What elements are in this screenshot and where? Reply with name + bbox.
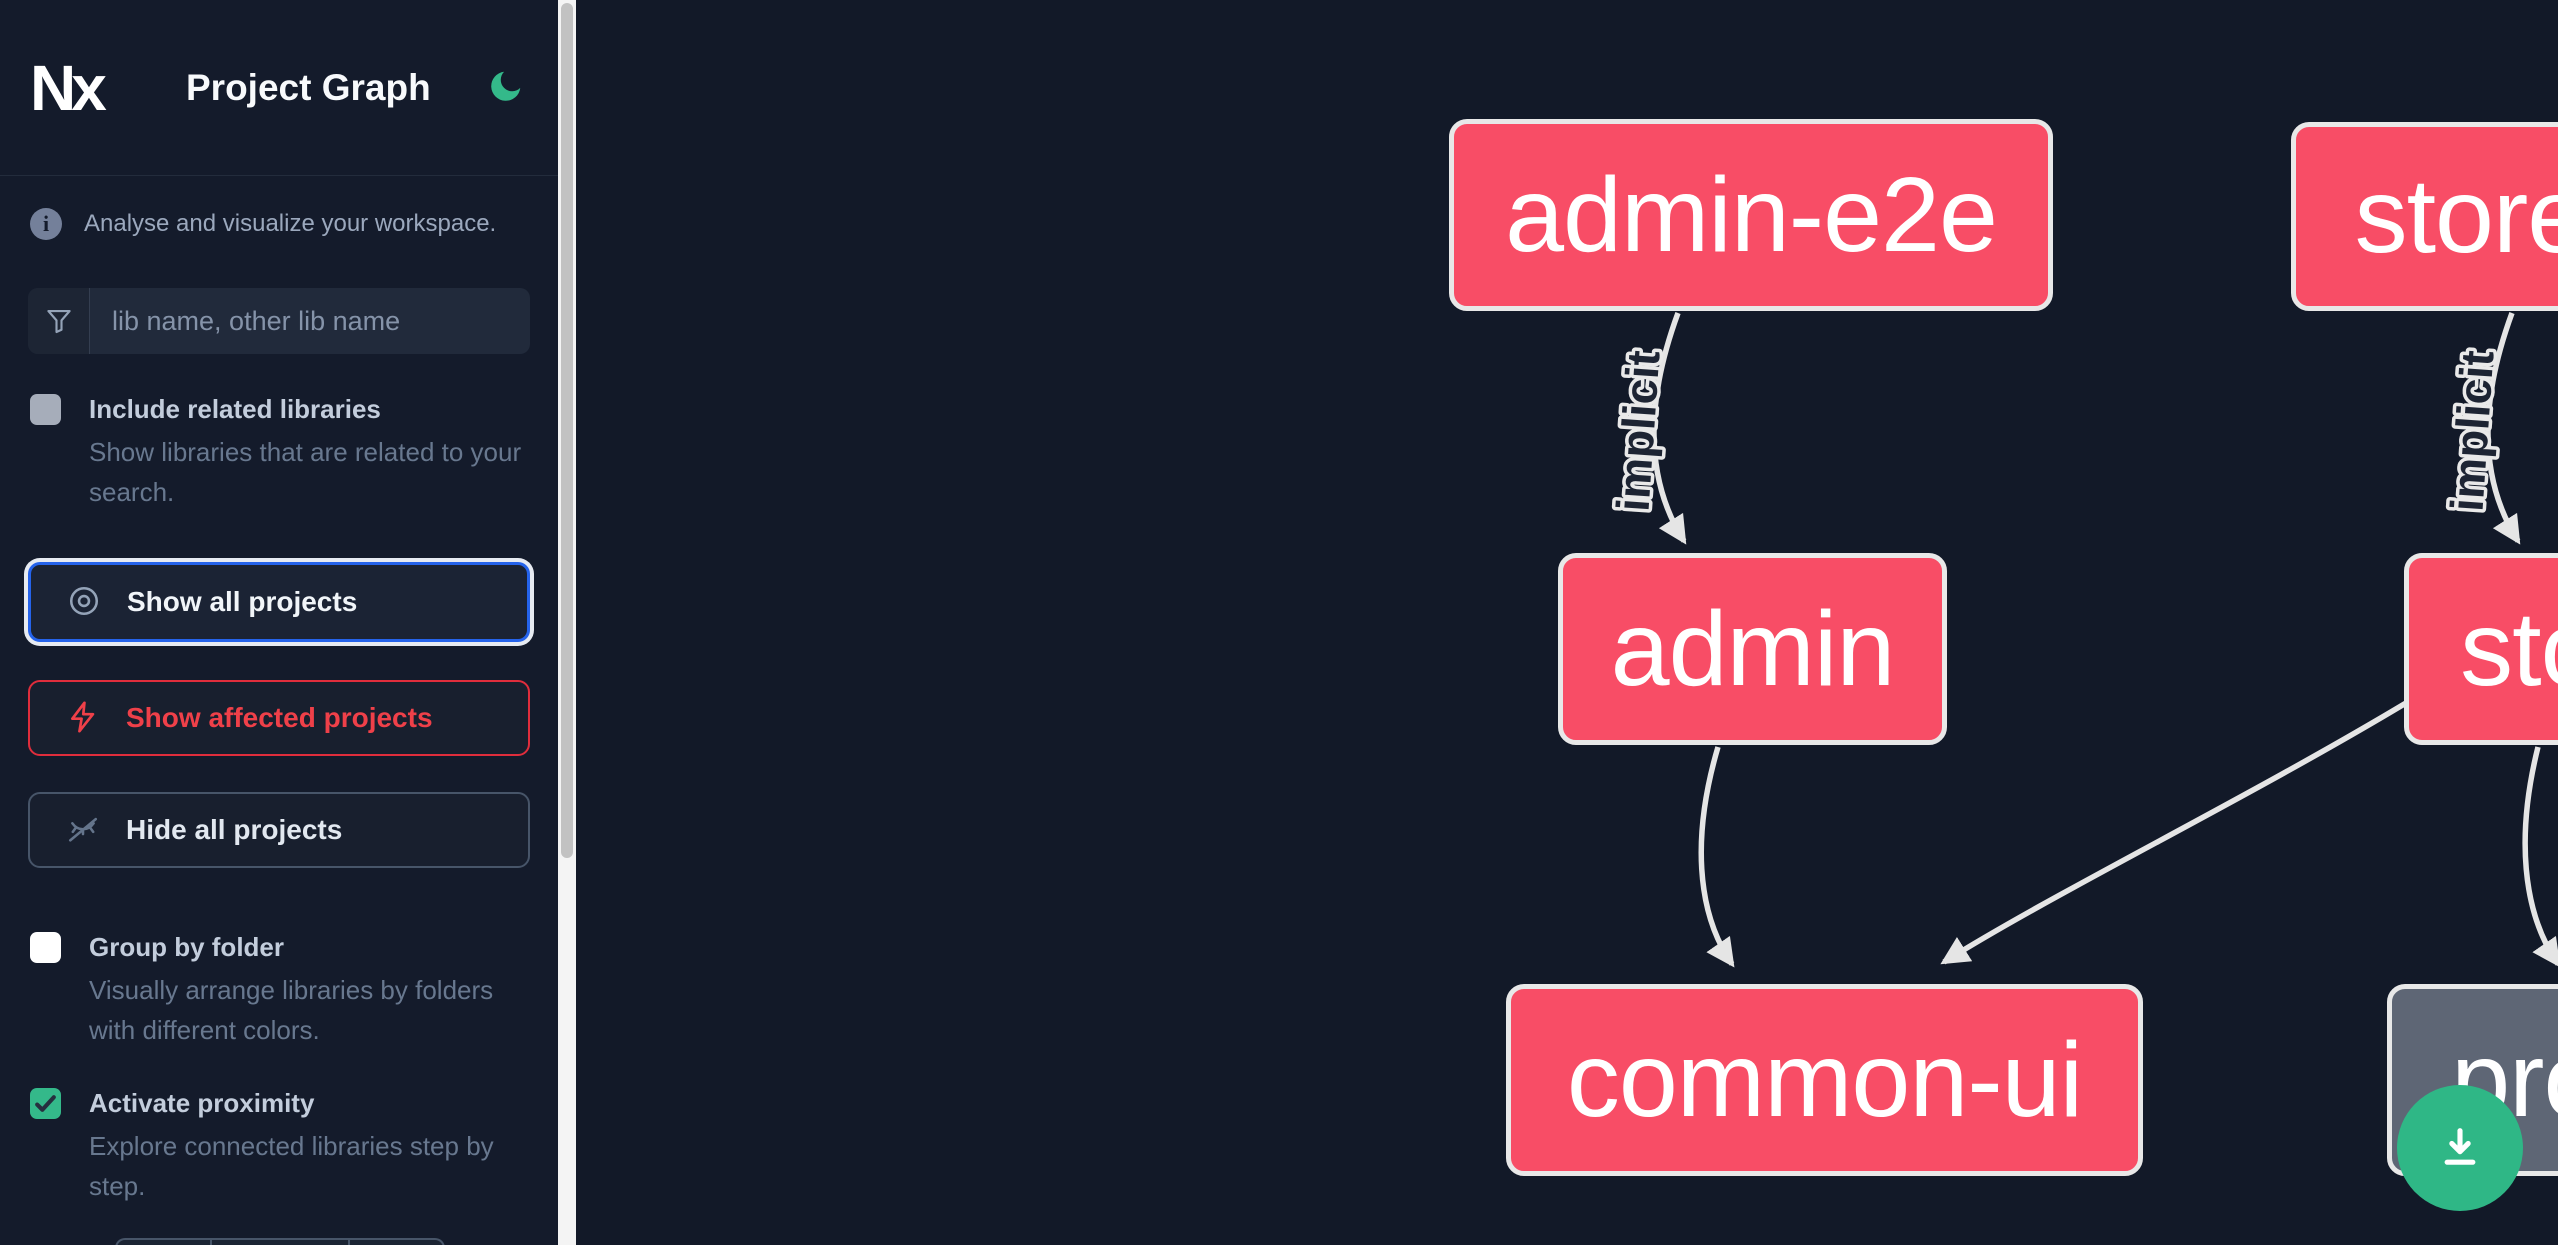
project-node-label: common-ui xyxy=(1566,1020,2083,1139)
filter-funnel-icon xyxy=(28,288,90,354)
hide-all-projects-button[interactable]: Hide all projects xyxy=(28,792,530,868)
eye-off-icon xyxy=(66,812,100,849)
theme-toggle-button[interactable] xyxy=(484,66,528,110)
show-affected-projects-button[interactable]: Show affected projects xyxy=(28,680,530,756)
toggle-description: Explore connected libraries step by step… xyxy=(89,1131,494,1201)
eye-icon xyxy=(67,584,101,621)
toggle-description: Show libraries that are related to your … xyxy=(89,437,522,507)
button-label: Show affected projects xyxy=(126,702,433,733)
project-node-store-e2e[interactable]: store-e2e xyxy=(2291,122,2558,311)
search-bar xyxy=(28,288,530,354)
toggle-label: Group by folder xyxy=(89,932,284,962)
project-node-admin[interactable]: admin xyxy=(1558,553,1947,745)
graph-canvas[interactable]: implicit implicit admin-e2e store-e2e ad… xyxy=(576,0,2558,1245)
toggle-description: Visually arrange libraries by folders wi… xyxy=(89,975,494,1045)
toggle-label: Activate proximity xyxy=(89,1088,315,1118)
toggle-label: Include related libraries xyxy=(89,394,381,424)
edge-admin-to-common-ui[interactable] xyxy=(1698,746,1735,968)
toggle-include-related: Include related libraries Show libraries… xyxy=(0,392,558,512)
project-node-common-ui[interactable]: common-ui xyxy=(1506,984,2143,1176)
edge-label-implicit: implicit xyxy=(2440,349,2503,513)
download-graph-button[interactable] xyxy=(2397,1085,2523,1211)
project-node-store[interactable]: store xyxy=(2404,553,2558,745)
project-node-label: admin-e2e xyxy=(1505,155,1998,274)
button-label: Show all projects xyxy=(127,586,358,617)
sidebar-scrollbar-track xyxy=(558,0,576,1245)
moon-icon xyxy=(487,71,525,108)
info-icon: i xyxy=(30,208,62,240)
toggle-activate-proximity: Activate proximity Explore connected lib… xyxy=(0,1086,558,1206)
sidebar-header: Nx Project Graph xyxy=(0,0,558,176)
edge-store-e2e-to-store[interactable] xyxy=(2485,312,2521,545)
include-related-checkbox[interactable] xyxy=(30,394,61,425)
activate-proximity-checkbox[interactable] xyxy=(30,1088,61,1119)
sidebar-scrollbar-thumb[interactable] xyxy=(561,3,573,858)
sidebar: Nx Project Graph i Analyse and visualize… xyxy=(0,0,558,1245)
project-node-label: store-e2e xyxy=(2354,157,2558,275)
group-by-folder-checkbox[interactable] xyxy=(30,932,61,963)
tagline-text: Analyse and visualize your workspace. xyxy=(84,210,497,237)
project-node-label: admin xyxy=(1610,589,1896,708)
nx-logo: Nx xyxy=(30,51,107,124)
edge-store-to-common-ui[interactable] xyxy=(1940,700,2408,965)
project-node-admin-e2e[interactable]: admin-e2e xyxy=(1449,119,2053,311)
edge-admin-e2e-to-admin[interactable] xyxy=(1651,312,1687,545)
edge-store-to-products[interactable] xyxy=(2522,746,2558,968)
proximity-depth-stepper[interactable] xyxy=(115,1238,445,1245)
search-input[interactable] xyxy=(90,288,530,354)
page-title: Project Graph xyxy=(186,66,431,108)
project-node-label: store xyxy=(2460,589,2558,708)
button-label: Hide all projects xyxy=(126,814,343,845)
edge-label-implicit: implicit xyxy=(1606,349,1669,513)
toggle-group-by-folder: Group by folder Visually arrange librari… xyxy=(0,930,558,1050)
lightning-bolt-icon xyxy=(66,700,100,737)
download-icon xyxy=(2432,1119,2488,1178)
show-all-projects-button[interactable]: Show all projects xyxy=(28,562,530,642)
workspace-info: i Analyse and visualize your workspace. xyxy=(0,208,558,240)
graph-edges-layer: implicit implicit xyxy=(1603,312,2558,968)
